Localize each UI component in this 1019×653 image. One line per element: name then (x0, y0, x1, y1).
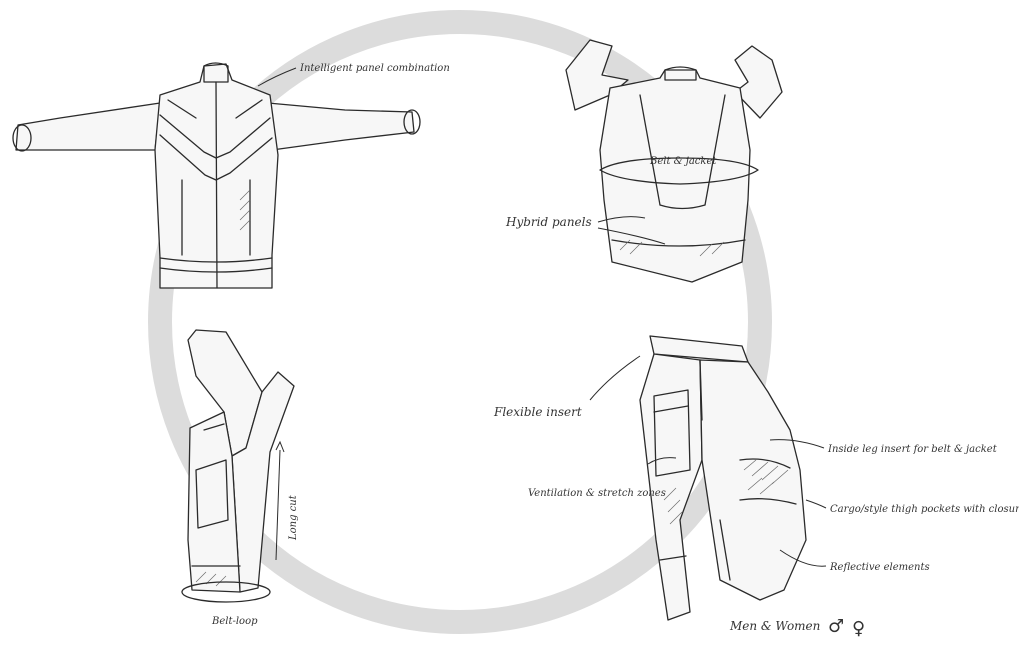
annotation-intelligent-panel: Intelligent panel combination (299, 63, 450, 74)
male-symbol-icon: ♂ (828, 616, 844, 637)
annotation-inside-leg: Inside leg insert for belt & jacket (827, 444, 998, 455)
annotation-flexible-insert: Flexible insert (493, 405, 582, 419)
annotation-reflective: Reflective elements (829, 562, 930, 573)
annotation-men-women: Men & Women (729, 619, 820, 633)
annotation-belt-loop: Belt-loop (211, 616, 258, 627)
annotation-belt-jacket: Belt & jacket (649, 156, 717, 167)
annotation-hybrid-panels: Hybrid panels (505, 215, 592, 229)
annotation-long-cut: Long cut (288, 494, 299, 541)
annotation-cargo-pockets: Cargo/style thigh pockets with closures (830, 504, 1019, 515)
annotation-ventilation: Ventilation & stretch zones (528, 488, 666, 499)
jacket-front-sketch (13, 63, 420, 288)
female-symbol-icon: ♀ (852, 618, 865, 639)
